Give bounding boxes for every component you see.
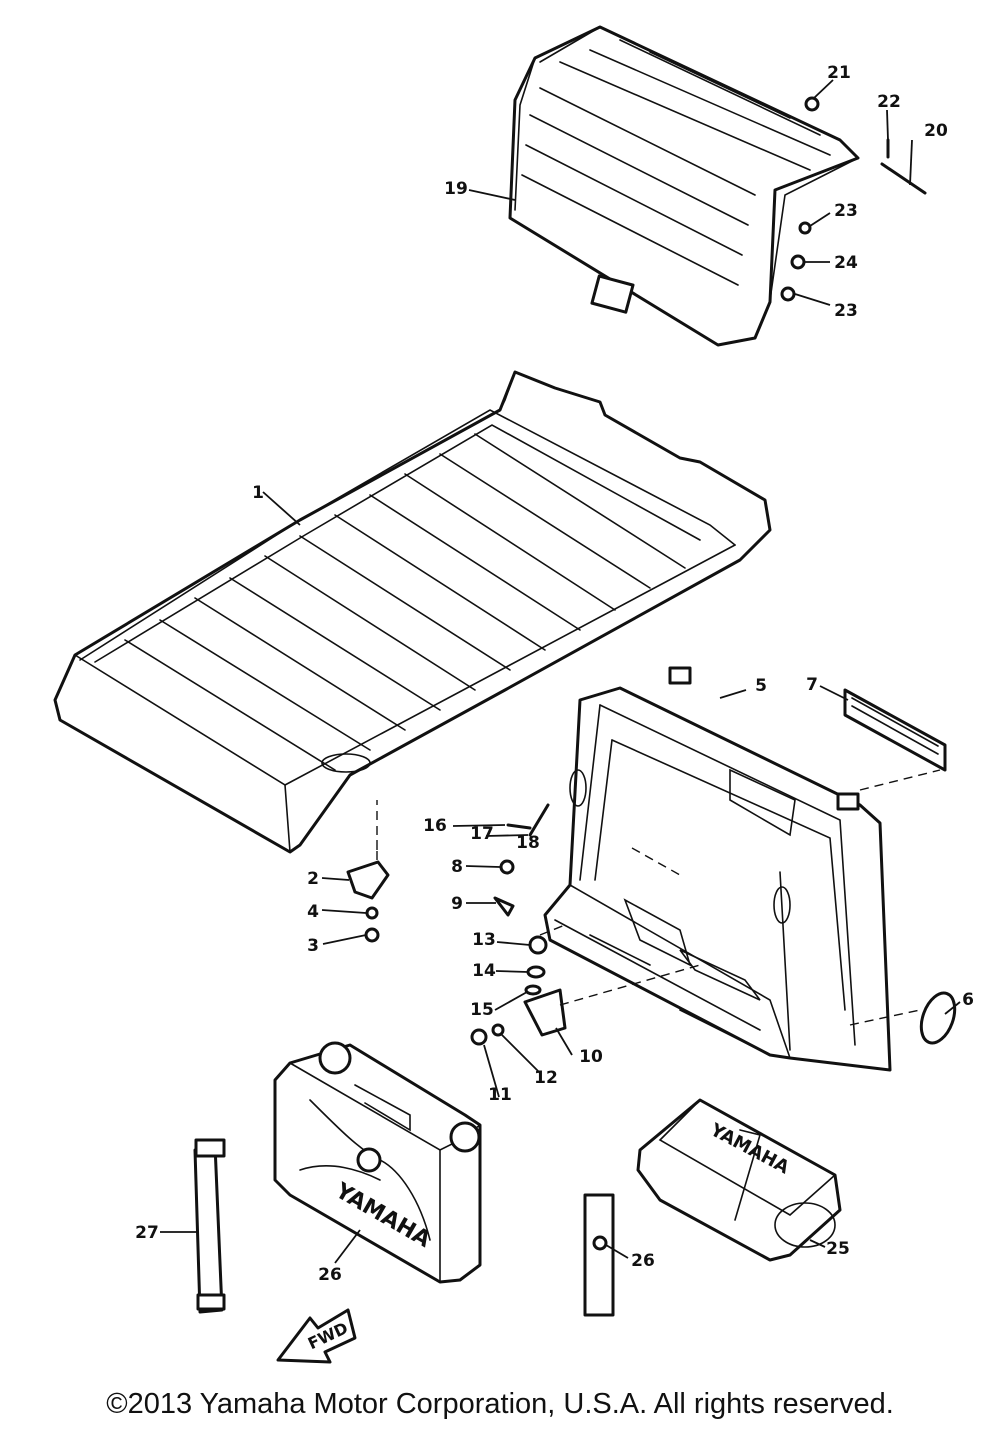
- washer-23b: [780, 286, 796, 302]
- washer-15: [524, 984, 542, 996]
- callout-16: 16: [423, 816, 447, 836]
- callout-19: 19: [444, 179, 468, 199]
- callout-8: 8: [451, 857, 463, 877]
- callout-2: 2: [307, 869, 319, 889]
- callout-21: 21: [827, 63, 851, 83]
- cap-6: [919, 991, 957, 1045]
- callout-23-upper: 23: [834, 201, 858, 221]
- nut-21: [804, 96, 820, 112]
- callout-10: 10: [579, 1047, 603, 1067]
- washer-23a: [798, 221, 812, 235]
- bracket-2: [346, 860, 390, 900]
- callout-9: 9: [451, 894, 463, 914]
- washer-14: [526, 965, 546, 979]
- callout-27: 27: [135, 1223, 159, 1243]
- callout-13: 13: [472, 930, 496, 950]
- main-seat: [53, 370, 772, 854]
- washer-12: [491, 1023, 505, 1037]
- callout-6: 6: [962, 990, 974, 1010]
- callout-14: 14: [472, 961, 496, 981]
- callout-26-plate: 26: [631, 1251, 655, 1271]
- callout-18: 18: [516, 833, 540, 853]
- callout-23-lower: 23: [834, 301, 858, 321]
- callout-4: 4: [307, 902, 319, 922]
- fuel-tank: YAMAHA: [273, 1041, 482, 1284]
- strap: [193, 1138, 226, 1314]
- callout-15: 15: [470, 1000, 494, 1020]
- callout-17: 17: [470, 824, 494, 844]
- callout-24: 24: [834, 253, 858, 273]
- callout-26-tank: 26: [318, 1265, 342, 1285]
- callout-5: 5: [755, 676, 767, 696]
- tool-bag: YAMAHA: [636, 1098, 842, 1262]
- latch-10: [523, 988, 567, 1037]
- copyright-footer: ©2013 Yamaha Motor Corporation, U.S.A. A…: [106, 1388, 894, 1420]
- pin-20: [880, 162, 927, 195]
- exploded-view-drawing: YAMAHA YAMAHA FWD: [53, 25, 974, 1364]
- washer-4: [365, 906, 379, 920]
- storage-box: [543, 666, 892, 1072]
- clip-9: [493, 896, 515, 917]
- bolt-3: [364, 927, 380, 943]
- bolt-8: [499, 859, 515, 875]
- grommet-13: [528, 935, 548, 955]
- callout-22: 22: [877, 92, 901, 112]
- bolt-24: [790, 254, 806, 270]
- backrest-cushion: [508, 25, 860, 347]
- callout-7: 7: [806, 675, 818, 695]
- decal-plate: [843, 688, 947, 772]
- callout-20: 20: [924, 121, 948, 141]
- pin-16: [506, 823, 532, 830]
- callout-12: 12: [534, 1068, 558, 1088]
- mount-plate: [583, 1193, 615, 1317]
- callout-1: 1: [252, 483, 264, 503]
- screw-11: [470, 1028, 488, 1046]
- callout-11: 11: [488, 1085, 512, 1105]
- callout-25: 25: [826, 1239, 850, 1259]
- callout-3: 3: [307, 936, 319, 956]
- forward-arrow: FWD: [276, 1308, 357, 1364]
